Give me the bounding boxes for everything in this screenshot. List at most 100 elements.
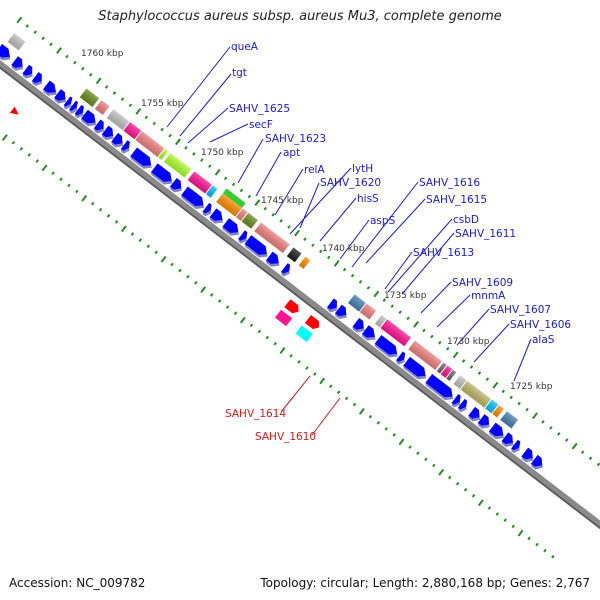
scale-tick xyxy=(178,268,182,273)
cds-arrow xyxy=(74,104,84,116)
label-leader-line xyxy=(274,168,304,216)
scale-tick xyxy=(495,512,500,516)
scale-tick xyxy=(130,232,135,236)
scale-label: 1750 kbp xyxy=(201,148,244,158)
reverse-feature xyxy=(284,299,299,314)
cds-arrow xyxy=(244,235,267,255)
gene-label[interactable]: relA xyxy=(304,164,325,176)
scale-tick xyxy=(350,273,355,278)
scale-tick xyxy=(73,60,77,65)
cds-arrow xyxy=(362,325,375,338)
scale-tick xyxy=(279,347,286,354)
scale-tick xyxy=(144,115,148,120)
scale-tick xyxy=(511,524,515,529)
cds-arrow xyxy=(222,218,239,233)
scale-tick xyxy=(89,73,93,77)
scale-tick xyxy=(452,351,459,359)
scale-tick xyxy=(319,249,323,254)
cds-arrow xyxy=(170,177,182,190)
scale-tick xyxy=(503,518,507,522)
cds-arrow xyxy=(238,230,248,241)
gene-label[interactable]: SAHV_1607 xyxy=(490,304,551,316)
cds-arrow xyxy=(54,89,66,101)
reverse-feature xyxy=(295,325,313,342)
cds-arrow-shadow xyxy=(451,402,461,408)
label-leader-line xyxy=(280,375,311,413)
cds-arrow-shadow xyxy=(530,463,543,470)
scale-tick xyxy=(305,366,309,370)
feature-block-shade xyxy=(241,212,258,229)
label-leader-line xyxy=(339,219,370,260)
scale-tick xyxy=(249,323,254,328)
gene-label[interactable]: SAHV_1620 xyxy=(320,177,381,189)
scale-tick xyxy=(35,159,39,163)
feature-block-shade xyxy=(359,303,377,320)
gene-label[interactable]: SAHV_1616 xyxy=(419,177,480,189)
gene-label[interactable]: SAHV_1606 xyxy=(510,319,571,331)
cds-arrow xyxy=(111,132,123,145)
cds-arrow-shadow xyxy=(352,326,365,333)
scale-tick xyxy=(168,133,172,138)
cds-arrow xyxy=(521,447,533,460)
cds-arrow-shadow xyxy=(425,382,454,401)
scale-tick xyxy=(239,188,244,193)
reverse-feature xyxy=(304,315,320,330)
gene-label[interactable]: SAHV_1615 xyxy=(426,194,487,206)
gene-label[interactable]: secF xyxy=(249,119,273,131)
cds-arrow-shadow xyxy=(488,431,505,440)
gene-label[interactable]: SAHV_1611 xyxy=(455,228,516,240)
scale-tick xyxy=(41,164,48,172)
feature-block-shade xyxy=(158,148,169,160)
cds-arrow xyxy=(281,263,291,274)
gene-label[interactable]: mnmA xyxy=(471,290,506,302)
scale-tick xyxy=(41,36,45,41)
cds-arrow xyxy=(202,202,212,214)
gene-label[interactable]: aspS xyxy=(370,215,396,227)
cds-arrow-shadow xyxy=(130,156,152,169)
label-leader-line xyxy=(311,397,341,436)
scale-tick xyxy=(104,85,109,89)
scale-tick xyxy=(81,194,88,202)
scale-label: 1745 kbp xyxy=(261,196,304,206)
scale-tick xyxy=(59,177,63,182)
gene-label[interactable]: hisS xyxy=(357,193,379,205)
feature-block-shade xyxy=(380,319,411,347)
gene-label[interactable]: SAHV_1610 xyxy=(255,431,316,443)
gene-label[interactable]: SAHV_1613 xyxy=(413,247,474,259)
cds-arrow-shadow xyxy=(81,118,97,127)
scale-tick xyxy=(192,152,196,156)
gene-label[interactable]: queA xyxy=(231,41,259,53)
gene-label[interactable]: csbD xyxy=(453,214,479,226)
scale-tick xyxy=(186,274,190,279)
gene-label[interactable]: SAHV_1623 xyxy=(265,133,326,145)
scale-tick xyxy=(373,290,380,298)
cds-arrow xyxy=(130,147,152,166)
cds-arrow-shadow xyxy=(362,333,376,341)
gene-label[interactable]: alaS xyxy=(532,334,555,346)
scale-tick xyxy=(265,335,269,340)
gene-label[interactable]: SAHV_1614 xyxy=(225,408,286,420)
gene-label[interactable]: apt xyxy=(283,147,300,159)
scale-tick xyxy=(175,138,181,146)
label-leader-line xyxy=(237,138,264,184)
label-leader-line xyxy=(289,167,352,235)
scale-tick xyxy=(565,438,569,442)
cds-arrow xyxy=(31,72,42,84)
gene-label[interactable]: lytH xyxy=(352,163,373,175)
scale-tick xyxy=(273,341,277,346)
scale-tick xyxy=(208,164,212,168)
label-leader-line xyxy=(401,232,455,295)
label-leader-line xyxy=(319,197,357,242)
gene-label[interactable]: SAHV_1609 xyxy=(452,277,513,289)
scale-tick xyxy=(461,359,466,363)
gene-label[interactable]: tgt xyxy=(232,67,247,79)
feature-block xyxy=(222,188,246,208)
gene-label[interactable]: SAHV_1625 xyxy=(229,103,290,115)
cds-arrow xyxy=(266,251,279,264)
scale-tick xyxy=(398,310,402,315)
scale-tick xyxy=(120,97,125,101)
scale-tick xyxy=(366,286,371,290)
cds-arrow-shadow xyxy=(0,52,11,61)
scale-tick xyxy=(16,16,23,24)
